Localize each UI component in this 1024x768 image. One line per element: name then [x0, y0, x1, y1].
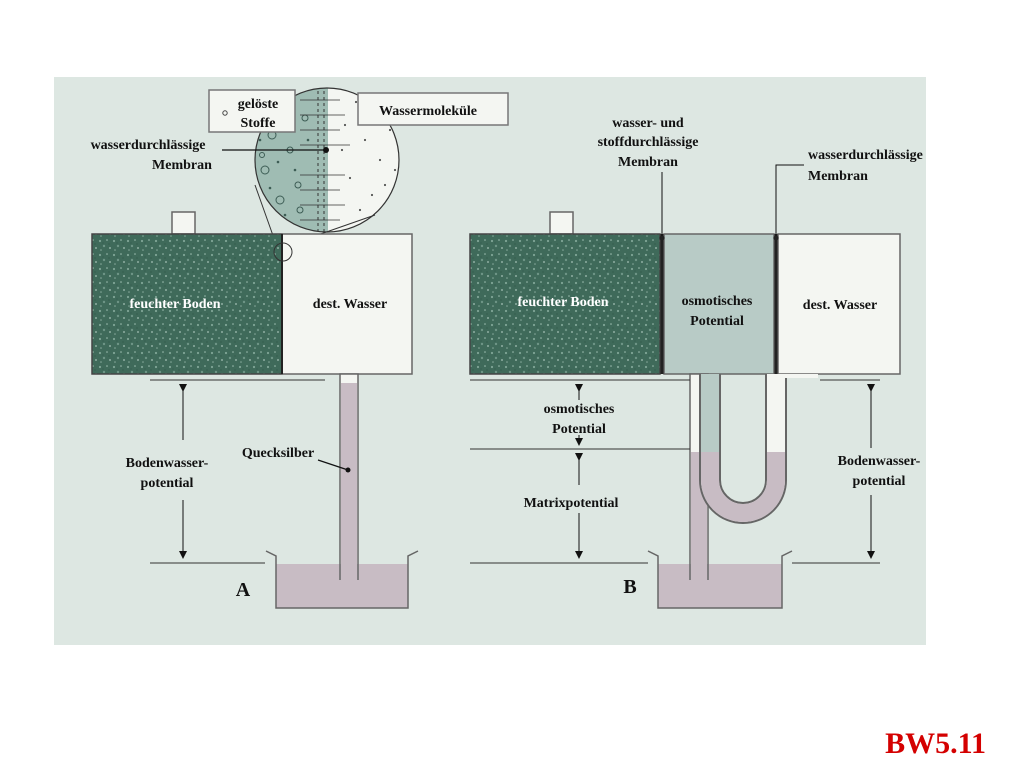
- solute-icon: [222, 110, 228, 116]
- potential-label-a-line2: potential: [141, 476, 194, 491]
- callout-solutes-box: [208, 89, 296, 133]
- mercury-column-a: [341, 383, 357, 580]
- potential-label-b-line1: Bodenwasser-: [838, 454, 921, 469]
- callout-solutes-line1: gelöste: [238, 97, 278, 112]
- panel-letter-a: A: [236, 579, 251, 601]
- panel-a: gelöste Stoffe Wassermoleküle wasserdurc…: [91, 87, 509, 609]
- potential-label-a-line1: Bodenwasser-: [126, 456, 209, 471]
- dish-outline-b: [647, 550, 793, 609]
- membrane-label-a-line2: Membran: [152, 158, 212, 173]
- tank-a-soil: [91, 233, 283, 375]
- tank-b-soil: [469, 233, 661, 375]
- callout-water-molecules: Wassermoleküle: [379, 104, 477, 119]
- callout-water-molecules-box: [357, 92, 509, 126]
- osmotic-arrow-label-line2: Potential: [552, 422, 606, 437]
- membrane2-leader: [775, 164, 804, 236]
- potential-label-b-line2: potential: [853, 474, 906, 489]
- mercury-leader: [317, 459, 349, 471]
- tank-b-osmotic: [663, 233, 775, 375]
- tank-b-cap: [549, 211, 574, 235]
- mercury-dish-b: [658, 564, 782, 608]
- right-tube-top: [778, 374, 818, 378]
- water-label-a: dest. Wasser: [313, 297, 387, 312]
- osmotic-chamber-line1: osmotisches: [682, 294, 753, 309]
- osmotic-chamber-line2: Potential: [690, 314, 744, 329]
- membrane1-label-line3: Membran: [618, 155, 678, 170]
- soil-label-b: feuchter Boden: [517, 295, 608, 310]
- water-label-b: dest. Wasser: [803, 298, 877, 313]
- soil-label-a: feuchter Boden: [129, 297, 220, 312]
- panel-b: feuchter Boden osmotisches Potential des…: [469, 116, 923, 609]
- tank-a-water: [281, 233, 413, 375]
- tank-b-water: [777, 233, 901, 375]
- tank-a-cap: [171, 211, 196, 235]
- membrane-focus-circle: [273, 242, 293, 262]
- u-tube-mercury: [701, 452, 785, 522]
- panel-letter-b: B: [623, 576, 636, 598]
- callout-solutes-line2: Stoffe: [241, 116, 276, 131]
- slide-code: BW5.11: [885, 727, 986, 760]
- membrane2-label-line1: wasserdurchlässige: [808, 148, 923, 163]
- membrane1-label-line2: stoffdurchlässige: [598, 135, 699, 150]
- dish-outline-a: [265, 550, 419, 609]
- mercury-label: Quecksilber: [242, 446, 314, 461]
- membrane2-label-line2: Membran: [808, 169, 868, 184]
- membrane-leader-dot: [323, 147, 329, 153]
- matrix-label: Matrixpotential: [524, 496, 619, 511]
- osmotic-arrow-label-line1: osmotisches: [544, 402, 615, 417]
- membrane-label-a-line1: wasserdurchlässige: [91, 138, 206, 153]
- membrane1-label-line1: wasser- und: [612, 116, 684, 131]
